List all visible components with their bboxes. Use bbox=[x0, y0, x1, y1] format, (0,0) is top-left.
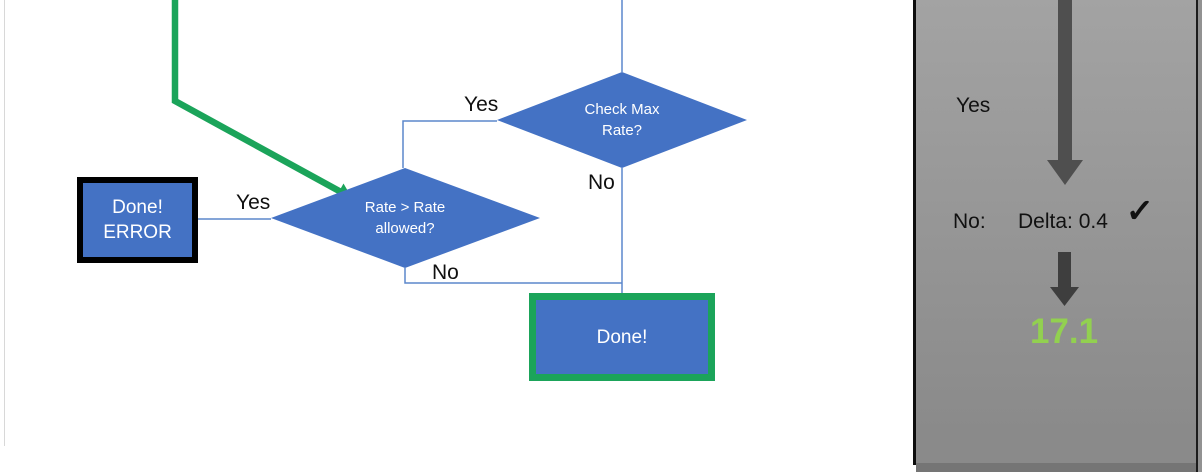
branch-label-checkmax-no: No bbox=[588, 171, 615, 194]
branch-label-checkmax-yes: Yes bbox=[464, 93, 499, 116]
panel-delta-value: Delta: 0.4 bbox=[1018, 210, 1108, 233]
branch-label-rateallowed-yes: Yes bbox=[236, 191, 271, 214]
decision-check-max-rate-label: Check Max Rate? bbox=[584, 101, 660, 139]
panel-yes-label: Yes bbox=[956, 94, 991, 117]
panel-small-down-arrow-icon bbox=[1050, 252, 1079, 306]
checkmark-icon: ✓ bbox=[1125, 191, 1155, 230]
decision-rate-allowed-diamond bbox=[271, 168, 540, 268]
panel-no-label: No: bbox=[953, 210, 986, 233]
decision-check-max-rate-diamond bbox=[497, 72, 747, 168]
panel-down-arrow-icon bbox=[1047, 0, 1083, 185]
done-error-line2: ERROR bbox=[103, 222, 172, 243]
done-error-line1: Done! bbox=[112, 197, 163, 218]
connector-checkmax-yes bbox=[402, 120, 497, 168]
connector-lines bbox=[198, 0, 623, 293]
side-panel-bottom-strip bbox=[916, 463, 1202, 472]
side-panel-left-border bbox=[913, 0, 916, 465]
green-path-line bbox=[171, 0, 343, 195]
branch-label-rateallowed-no: No bbox=[432, 261, 459, 284]
done-error-box: Done! ERROR bbox=[77, 177, 198, 263]
done-box: Done! bbox=[529, 293, 715, 381]
side-panel-right-sliver bbox=[1198, 0, 1202, 472]
panel-result-value: 17.1 bbox=[1029, 312, 1099, 351]
connector-rateallowed-no bbox=[404, 268, 622, 284]
done-box-label: Done! bbox=[596, 326, 648, 348]
decision-rate-allowed-label: Rate > Rate allowed? bbox=[364, 199, 446, 237]
slide-edge-line bbox=[4, 0, 5, 446]
side-panel-right-border bbox=[1196, 0, 1198, 472]
